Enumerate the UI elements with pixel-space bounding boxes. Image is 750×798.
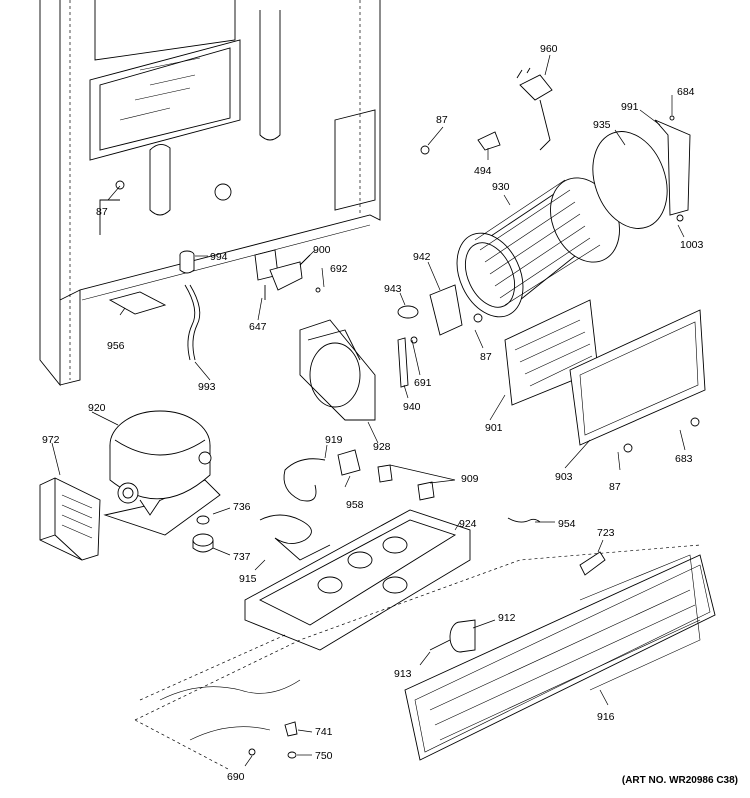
- callout-930: 930: [492, 181, 510, 193]
- callout-737: 737: [233, 551, 251, 563]
- callout-690: 690: [227, 771, 245, 783]
- callout-494: 494: [474, 165, 492, 177]
- callout-994: 994: [210, 251, 228, 263]
- callout-87: 87: [609, 481, 621, 493]
- callout-956: 956: [107, 340, 125, 352]
- callout-912: 912: [498, 612, 516, 624]
- board-cover: [569, 309, 706, 446]
- callout-691: 691: [414, 377, 432, 389]
- callout-943: 943: [384, 283, 402, 295]
- compressor: [103, 410, 221, 536]
- callout-958: 958: [346, 499, 364, 511]
- condenser-coil: [456, 177, 621, 318]
- screw-690: [248, 748, 256, 756]
- fan-disc: [592, 131, 668, 229]
- callout-960: 960: [540, 43, 558, 55]
- power-cord: [516, 67, 553, 151]
- grommet-bolt: [192, 515, 214, 553]
- grommets: [377, 464, 435, 501]
- water-valve-assembly: [254, 249, 321, 300]
- art-number: (ART NO. WR20986 C38): [621, 775, 738, 786]
- relay-assembly: [397, 284, 463, 388]
- compressor-control-box: [39, 477, 101, 561]
- fan-motor: [429, 619, 476, 653]
- callout-647: 647: [249, 321, 267, 333]
- callout-916: 916: [597, 711, 615, 723]
- callout-935: 935: [593, 119, 611, 131]
- callout-972: 972: [42, 434, 60, 446]
- callout-903: 903: [555, 471, 573, 483]
- callout-954: 954: [558, 518, 576, 530]
- fan-shroud: [299, 319, 376, 421]
- fan-motor-bracket: [654, 119, 691, 216]
- callout-913: 913: [394, 668, 412, 680]
- callout-915: 915: [239, 573, 257, 585]
- spacer: [579, 551, 606, 576]
- callout-909: 909: [461, 473, 479, 485]
- screw: [420, 115, 700, 453]
- drain-heater-tube: [259, 514, 331, 561]
- callout-928: 928: [373, 441, 391, 453]
- callout-723: 723: [597, 527, 615, 539]
- callout-683: 683: [675, 453, 693, 465]
- callout-920: 920: [88, 402, 106, 414]
- clip: [477, 131, 501, 151]
- callout-87: 87: [96, 206, 108, 218]
- callout-741: 741: [315, 726, 333, 738]
- callout-991: 991: [621, 101, 639, 113]
- callout-900: 900: [313, 244, 331, 256]
- foam-pad: [337, 449, 361, 476]
- callout-919: 919: [325, 434, 343, 446]
- callout-1003: 1003: [680, 239, 704, 251]
- callout-901: 901: [485, 422, 503, 434]
- callout-labels: 87 994 900 692 647 956 993 960 684 991 9…: [42, 43, 704, 783]
- drain-pan: [244, 509, 471, 651]
- water-filter-cap: [179, 250, 195, 274]
- callout-924: 924: [459, 518, 477, 530]
- condenser-tube: [283, 458, 326, 502]
- callout-87: 87: [480, 351, 492, 363]
- screw-750: [287, 751, 297, 759]
- callout-684: 684: [677, 86, 695, 98]
- callout-692: 692: [330, 263, 348, 275]
- base-plate: [134, 544, 701, 771]
- callout-750: 750: [315, 750, 333, 762]
- callout-87: 87: [436, 114, 448, 126]
- leader-lines: [51, 54, 686, 767]
- cabinet-back: [39, 0, 381, 387]
- callout-736: 736: [233, 501, 251, 513]
- insulation-pad: [108, 291, 167, 315]
- clip-741: [284, 721, 298, 737]
- wire-harness: [507, 517, 541, 523]
- front-grille: [404, 554, 716, 761]
- callout-993: 993: [198, 381, 216, 393]
- callout-942: 942: [413, 251, 431, 263]
- callout-940: 940: [403, 401, 421, 413]
- water-tube: [184, 284, 201, 361]
